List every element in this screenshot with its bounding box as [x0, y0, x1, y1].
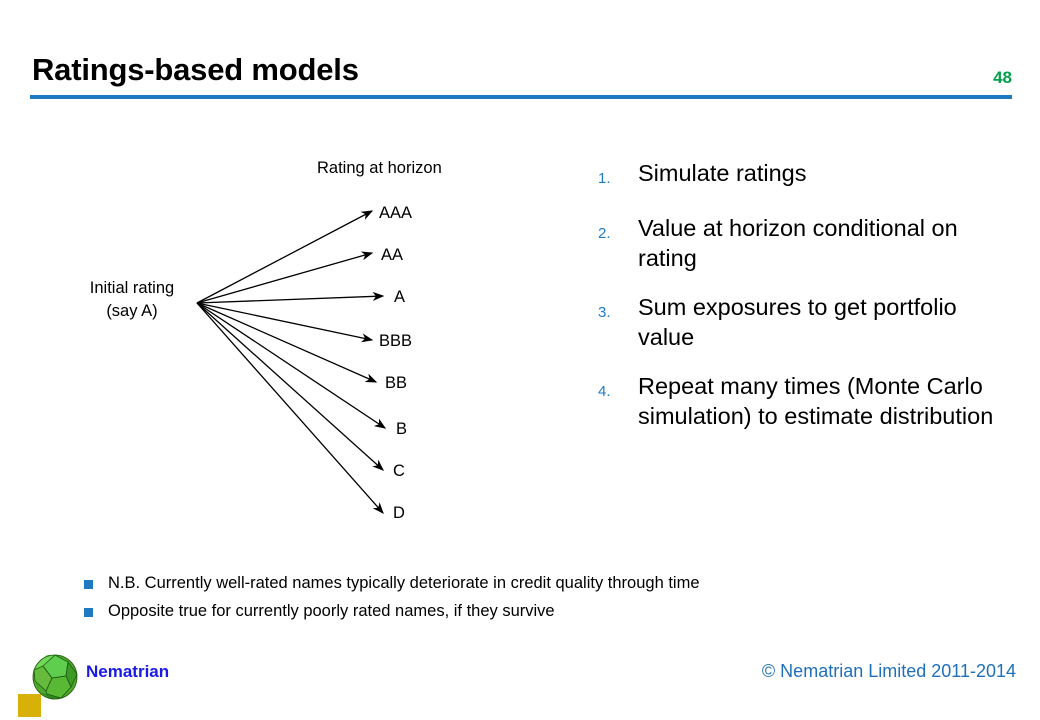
- footer-copyright: © Nematrian Limited 2011-2014: [761, 661, 1016, 681]
- step-number: 3.: [598, 304, 611, 321]
- rating-node-label-c: C: [393, 462, 405, 480]
- arrow-group: [196, 210, 387, 514]
- footer-brand-name: Nematrian: [86, 662, 170, 681]
- ratings-fan-arrows-svg: [196, 210, 387, 514]
- page-number: 48: [993, 68, 1012, 87]
- diagram-horizon-caption: Rating at horizon: [317, 159, 442, 177]
- note-item: Opposite true for currently poorly rated…: [84, 601, 984, 621]
- rating-node-label-aaa: AAA: [379, 204, 413, 222]
- rating-node-label-a: A: [394, 288, 406, 306]
- footer-accent-square: [18, 694, 41, 717]
- step-item: 2. Value at horizon conditional on rating: [598, 213, 1018, 273]
- transition-arrow-d: [196, 302, 384, 514]
- step-item: 1. Simulate ratings: [598, 158, 1018, 194]
- transition-arrow-bb: [196, 302, 378, 383]
- rating-node-label-b: B: [396, 420, 408, 438]
- step-number: 4.: [598, 383, 611, 400]
- transition-arrow-aaa: [196, 210, 374, 304]
- initial-rating-label: Initial rating (say A): [62, 277, 202, 323]
- initial-rating-line-1: Initial rating: [89, 279, 175, 297]
- steps-list: 1. Simulate ratings 2. Value at horizon con…: [598, 158, 1018, 450]
- notes-list: N.B. Currently well-rated names typicall…: [84, 573, 984, 629]
- step-number: 2.: [598, 225, 611, 242]
- note-text: Opposite true for currently poorly rated…: [108, 602, 555, 620]
- step-item: 4. Repeat many times (Monte Carlo simulat…: [598, 371, 1018, 431]
- transition-arrow-b: [196, 302, 387, 429]
- square-bullet-icon: [84, 580, 93, 589]
- transition-arrow-aa: [196, 251, 374, 304]
- transition-arrow-bbb: [196, 302, 374, 343]
- ratings-fan-diagram: Rating at horizon Initial rating (say A)…: [0, 0, 560, 560]
- page-title: Ratings-based models: [32, 52, 359, 87]
- step-number: 1.: [598, 170, 611, 187]
- rating-node-label-bb: BB: [385, 374, 408, 392]
- step-text: Value at horizon conditional on rating: [638, 215, 958, 271]
- green-polyhedron-logo-icon: [32, 654, 78, 700]
- step-item: 3. Sum exposures to get portfolio value: [598, 292, 1018, 352]
- step-text: Sum exposures to get portfolio value: [638, 294, 957, 350]
- transition-arrow-a: [196, 291, 385, 304]
- note-text: N.B. Currently well-rated names typicall…: [108, 574, 700, 592]
- transition-arrow-c: [196, 302, 384, 471]
- step-text: Simulate ratings: [638, 160, 807, 186]
- title-divider-rule: [30, 95, 1012, 99]
- step-text: Repeat many times (Monte Carlo simulatio…: [638, 373, 994, 429]
- note-item: N.B. Currently well-rated names typicall…: [84, 573, 984, 593]
- rating-node-label-d: D: [393, 504, 405, 522]
- rating-node-label-bbb: BBB: [379, 332, 413, 350]
- rating-node-label-aa: AA: [381, 246, 404, 264]
- square-bullet-icon: [84, 608, 93, 617]
- initial-rating-line-2: (say A): [106, 302, 158, 320]
